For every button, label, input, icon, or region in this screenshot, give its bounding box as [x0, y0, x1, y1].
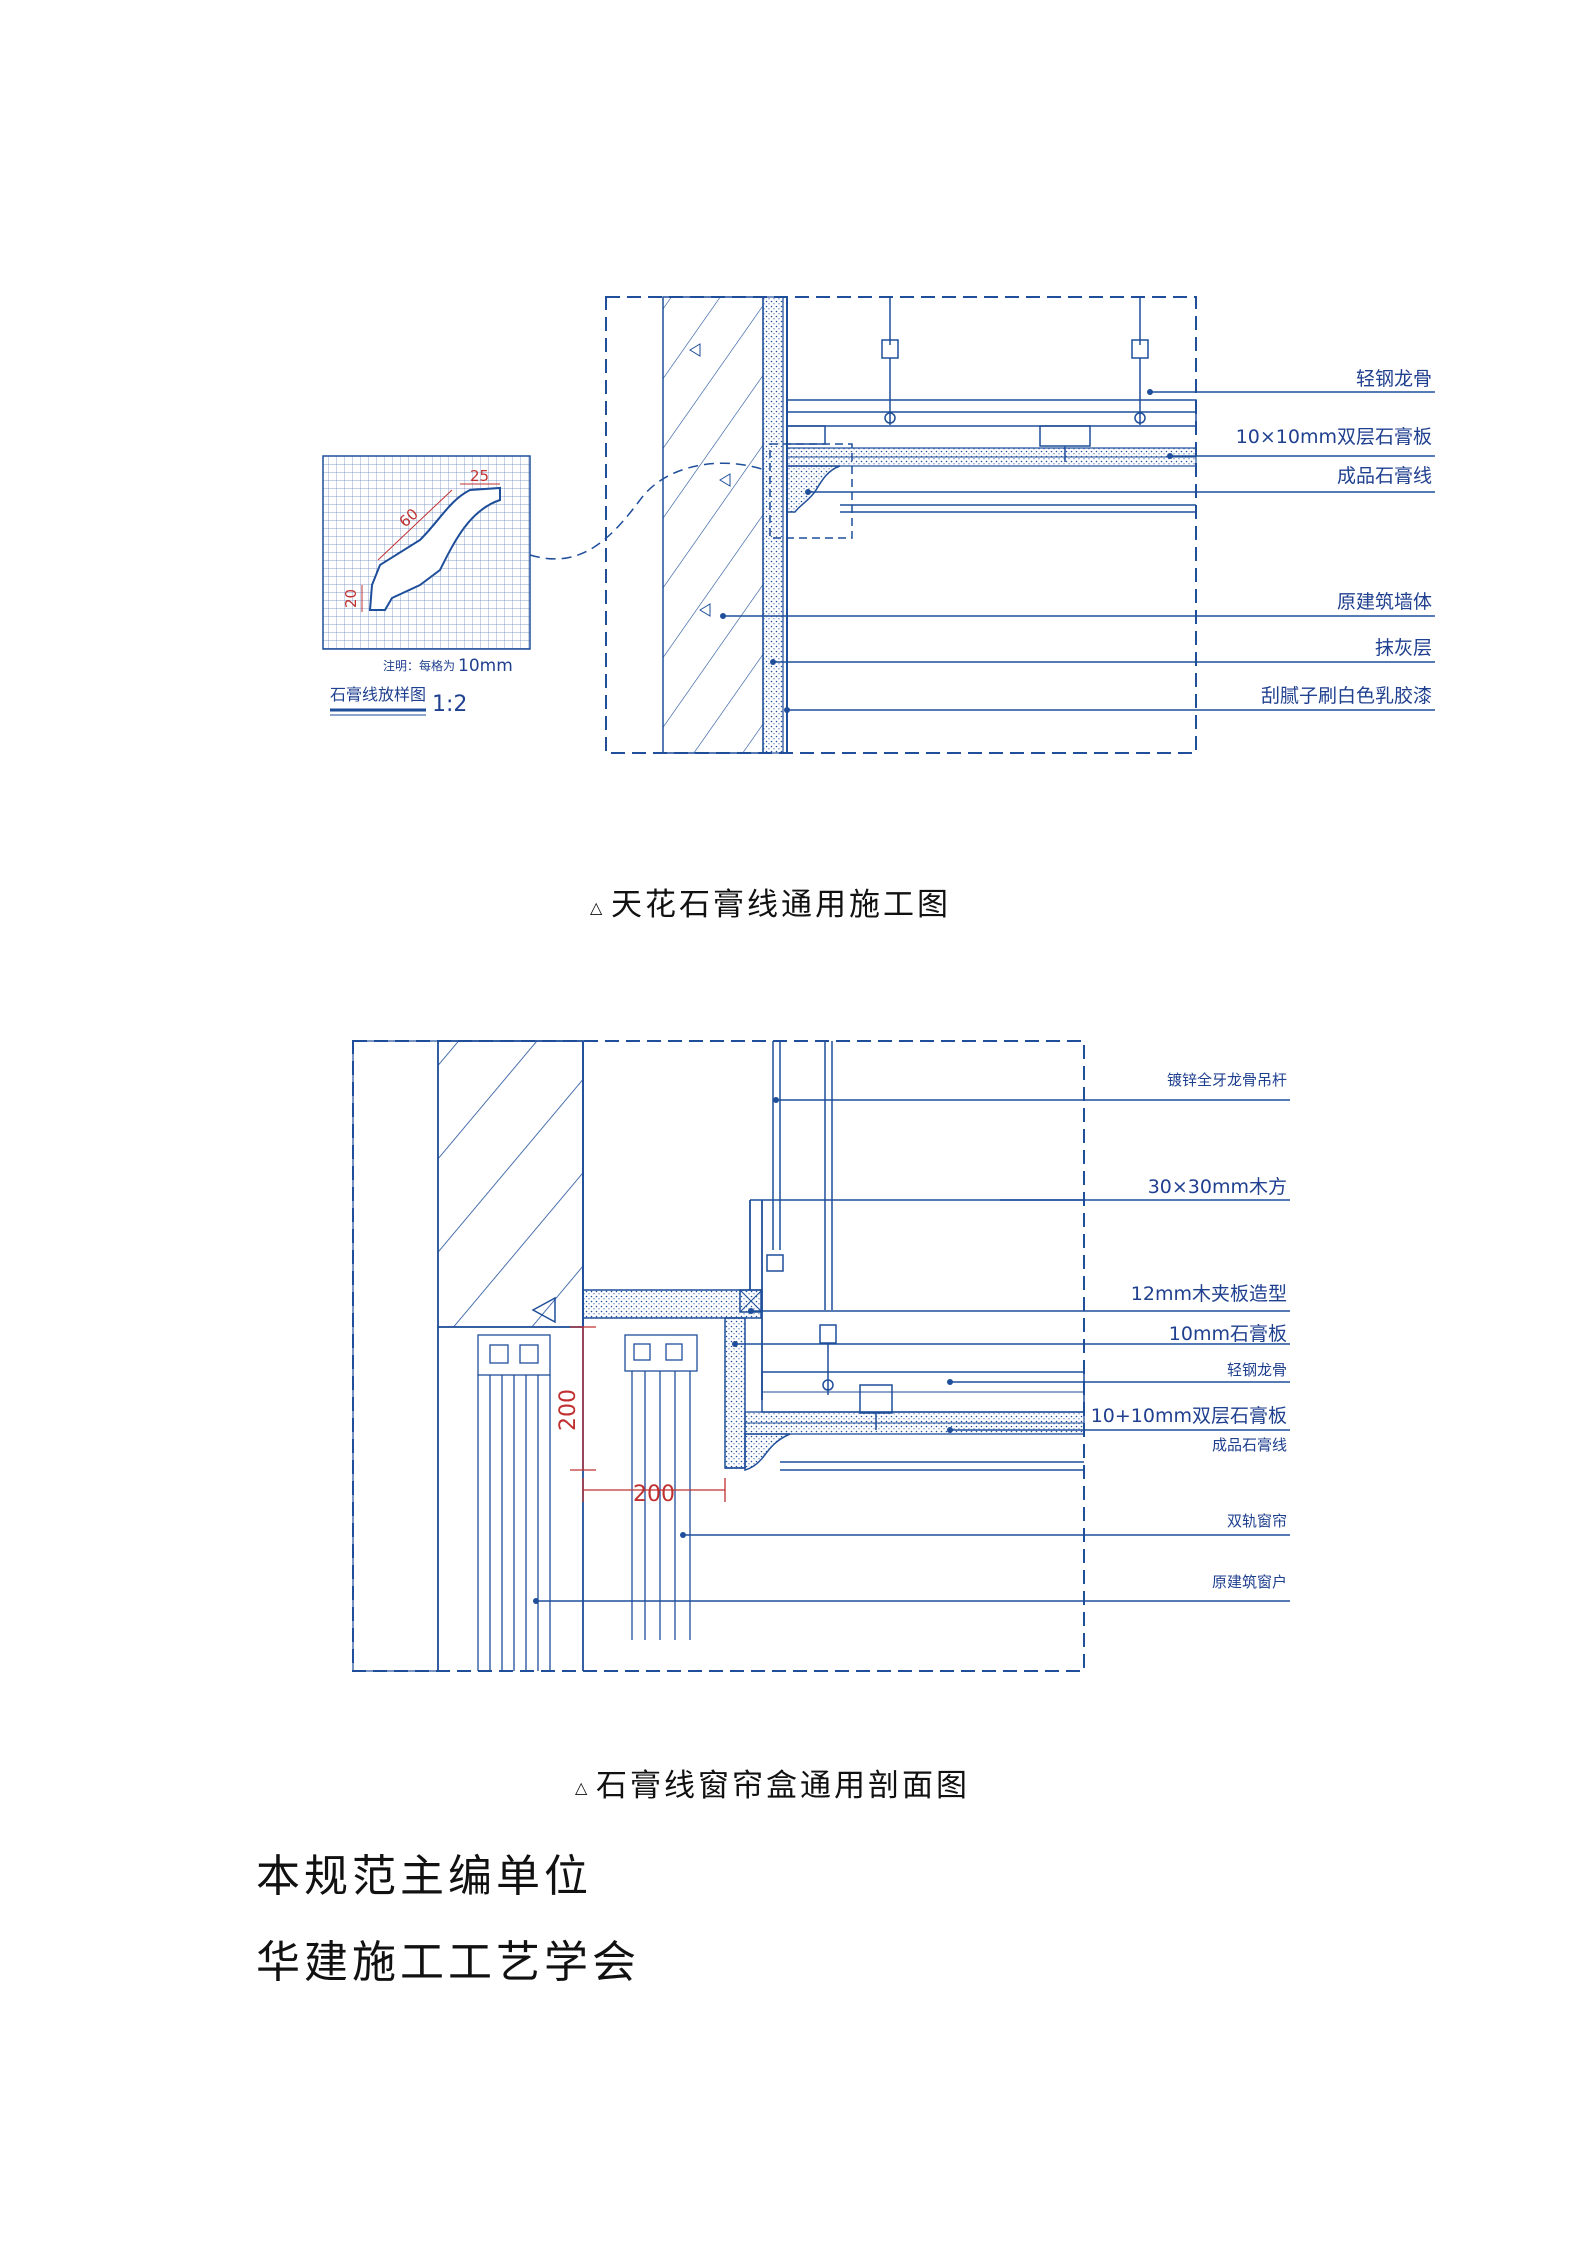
suspension-rods	[881, 297, 1149, 425]
label-light-steel-keel: 轻钢龙骨	[1356, 368, 1432, 390]
label-light-steel-keel-2: 轻钢龙骨	[1227, 1361, 1287, 1379]
hanger-rods	[766, 1041, 893, 1430]
label-double-track-curtain: 双轨窗帘	[1227, 1512, 1287, 1530]
footer-organization-name: 华建施工工艺学会	[256, 1937, 640, 1988]
label-double-gypsum-board: 10×10mm双层石膏板	[1236, 425, 1432, 448]
detail-cornice-profile	[368, 486, 501, 611]
detail-dim-line-60	[377, 489, 453, 561]
double-track-curtain	[624, 1334, 698, 1640]
curtain-box-section-figure: 200 200 镀锌全牙龙骨吊杆 30×30mm木方 12mm木夹板造型 10m…	[352, 1040, 1290, 1804]
label-plaster-layer: 抹灰层	[1375, 637, 1432, 659]
detail-scale: 1:2	[432, 692, 467, 717]
wood-block-cross-b	[739, 1289, 763, 1313]
detail-note-prefix: 注明：每格为	[383, 658, 455, 673]
plaster-layer	[762, 296, 784, 754]
label-gypsum-board-10: 10mm石膏板	[1169, 1322, 1287, 1345]
footer-editor-label: 本规范主编单位	[256, 1851, 592, 1902]
curtain-box-vertical-board	[724, 1317, 746, 1469]
detail-dim-25: 25	[470, 467, 489, 485]
wall-aggregate-mark	[689, 343, 731, 617]
gypsum-cornice	[786, 465, 841, 513]
ceiling-line-2	[780, 1461, 1084, 1471]
figure2-caption: 石膏线窗帘盒通用剖面图	[596, 1768, 970, 1804]
label-original-window: 原建筑窗户	[1212, 1573, 1287, 1591]
label-original-wall: 原建筑墙体	[1337, 591, 1432, 613]
dim-vertical-200: 200	[556, 1389, 581, 1431]
figure2-leaders	[536, 1099, 1290, 1602]
wood-board-box-top	[582, 1289, 762, 1319]
wall-triangle-mark	[531, 1296, 556, 1324]
callout-box	[769, 443, 853, 539]
label-double-gypsum-board-2: 10+10mm双层石膏板	[1091, 1404, 1287, 1427]
light-steel-keel	[786, 399, 1197, 462]
original-wall	[662, 296, 764, 754]
figure1-leader-dots	[720, 389, 1173, 713]
label-gypsum-cornice-2: 成品石膏线	[1212, 1436, 1287, 1454]
label-wood-board: 12mm木夹板造型	[1131, 1283, 1287, 1305]
ceiling-cornice-detail-figure: 轻钢龙骨 10×10mm双层石膏板 成品石膏线 原建筑墙体 抹灰层 刮腻子刷白色…	[322, 296, 1435, 923]
label-paint-layer: 刮腻子刷白色乳胶漆	[1261, 685, 1432, 707]
figure1-caption: 天花石膏线通用施工图	[611, 887, 951, 923]
callout-connector	[529, 462, 766, 560]
label-hanger-rod: 镀锌全牙龙骨吊杆	[1167, 1071, 1287, 1089]
dim-horizontal-200: 200	[633, 1482, 675, 1507]
figure1-frame	[605, 296, 1197, 754]
label-wood-block: 30×30mm木方	[1148, 1176, 1287, 1198]
dimension-lines	[570, 1326, 726, 1502]
detail-dim-20: 20	[342, 589, 360, 608]
figure2-leader-dots	[533, 1097, 953, 1604]
original-wall-section	[437, 1040, 584, 1328]
original-window-frame	[477, 1334, 551, 1671]
gypsum-cornice-2	[744, 1433, 791, 1471]
detail-note-value: 10mm	[458, 656, 513, 676]
label-gypsum-cornice: 成品石膏线	[1337, 464, 1432, 487]
figure2-caption-mark: △	[575, 1778, 588, 1797]
ceiling-board-lower	[840, 504, 1196, 513]
figure1-caption-mark: △	[590, 898, 603, 917]
figure1-leaders	[723, 391, 1435, 711]
detail-title: 石膏线放样图	[330, 685, 426, 704]
wall-left-strip	[352, 1040, 439, 1672]
cornice-layout-detail: 25 60 20 注明：每格为 10mm 石膏线放样图 1:2	[322, 455, 531, 717]
